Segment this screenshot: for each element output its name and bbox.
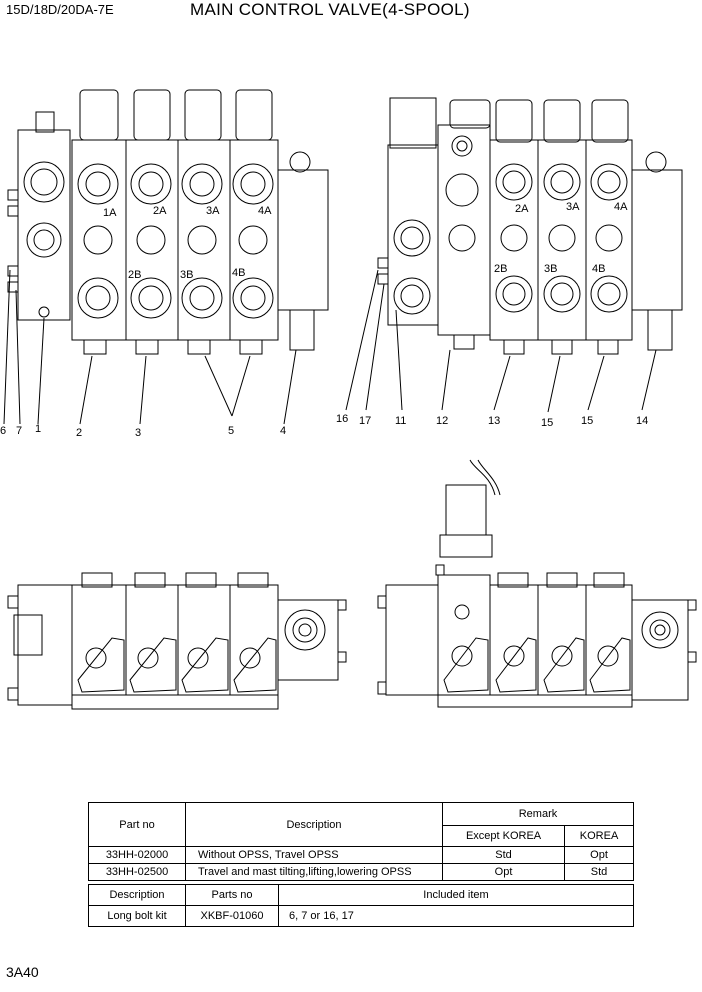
parts-table: Part no Description Remark Except KOREA … [88, 802, 634, 881]
front-view-right: 2A 3A 4A 2B 3B 4B 16 17 11 12 13 15 15 1… [336, 97, 683, 429]
kit-table: Description Parts no Included item Long … [88, 884, 634, 927]
description-cell: Travel and mast tilting,lifting,lowering… [185, 863, 443, 881]
callout-number: 12 [436, 415, 448, 427]
header-korea: KOREA [564, 825, 634, 847]
header-remark: Remark [442, 802, 634, 826]
port-label: 4B [232, 267, 245, 279]
header-included-item: Included item [278, 884, 634, 906]
except-korea-cell: Std [441, 846, 566, 864]
model-label: 15D/18D/20DA-7E [6, 2, 114, 17]
inlet-port [23, 161, 65, 203]
header-except-korea: Except KOREA [441, 825, 566, 847]
port-label: 2B [128, 269, 141, 281]
port-label: 3A [566, 201, 580, 213]
port-label: 3B [180, 269, 193, 281]
page-code: 3A40 [6, 964, 39, 980]
side-view-right [377, 459, 697, 708]
outlet-section [631, 169, 683, 311]
port-label: 2A [153, 205, 167, 217]
inlet-section [387, 144, 439, 326]
header-part-no: Part no [88, 802, 186, 847]
inlet-section [17, 129, 71, 321]
header-kit-description: Description [88, 884, 186, 906]
opss-section [437, 124, 491, 336]
callout-number: 2 [76, 427, 82, 439]
callout-number: 6 [0, 425, 6, 437]
port-label: 4A [614, 201, 628, 213]
page-title: MAIN CONTROL VALVE(4-SPOOL) [190, 0, 470, 19]
relief-plug [35, 111, 55, 133]
callout-number: 15 [581, 415, 593, 427]
kit-parts-no-cell: XKBF-01060 [185, 905, 279, 927]
spool-sections-right [453, 99, 633, 355]
callout-number: 5 [228, 425, 234, 437]
port-label: 2B [494, 263, 507, 275]
callout-number: 16 [336, 413, 348, 425]
port-label: 3B [544, 263, 557, 275]
port-label: 4B [592, 263, 605, 275]
outlet-fitting [289, 309, 315, 351]
korea-cell: Opt [564, 846, 634, 864]
part-no-cell: 33HH-02500 [88, 863, 186, 881]
port-label: 2A [515, 203, 529, 215]
kit-included-cell: 6, 7 or 16, 17 [278, 905, 634, 927]
callout-number: 15 [541, 417, 553, 429]
table-row: Long bolt kit XKBF-01060 6, 7 or 16, 17 [88, 905, 634, 927]
side-view-left [7, 572, 347, 710]
callout-number: 4 [280, 425, 286, 437]
front-view-left: 1A 2A 3A 4A 2B 3B 4B 6 7 1 2 3 5 4 [0, 89, 329, 439]
inlet-port-2 [26, 222, 62, 258]
spool-sections-left [71, 89, 279, 355]
callout-number: 7 [16, 425, 22, 437]
korea-cell: Std [564, 863, 634, 881]
callout-number: 13 [488, 415, 500, 427]
description-cell: Without OPSS, Travel OPSS [185, 846, 443, 864]
header-description: Description [185, 802, 443, 847]
callout-number: 3 [135, 427, 141, 439]
opss-solenoid [389, 97, 437, 149]
callout-number: 1 [35, 423, 41, 435]
header-parts-no: Parts no [185, 884, 279, 906]
port-label: 3A [206, 205, 220, 217]
callout-number: 17 [359, 415, 371, 427]
opss-coil [445, 484, 487, 536]
except-korea-cell: Opt [441, 863, 566, 881]
table-row: 33HH-02500 Travel and mast tilting,lifti… [88, 863, 634, 881]
port-label: 4A [258, 205, 272, 217]
outlet-section [277, 169, 329, 311]
port-label: 1A [103, 207, 117, 219]
callout-number: 14 [636, 415, 648, 427]
table-row: 33HH-02000 Without OPSS, Travel OPSS Std… [88, 846, 634, 864]
kit-description-cell: Long bolt kit [88, 905, 186, 927]
callout-number: 11 [395, 415, 406, 427]
mount-hole [38, 306, 50, 318]
part-no-cell: 33HH-02000 [88, 846, 186, 864]
